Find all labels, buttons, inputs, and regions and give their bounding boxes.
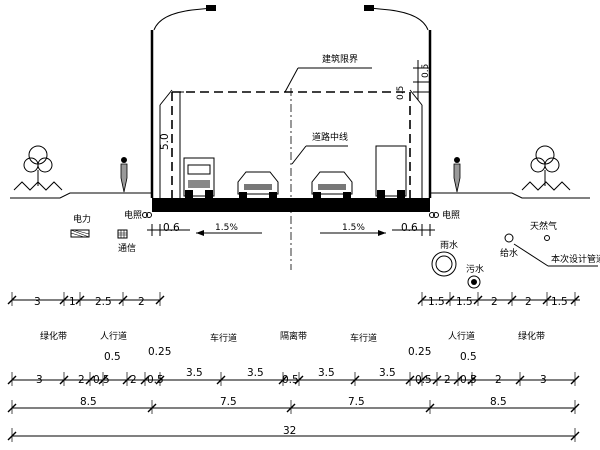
dim-r1-left-0: 3 — [34, 296, 41, 308]
svg-text:给水: 给水 — [500, 247, 518, 259]
zone-label-5: 人行道 — [448, 330, 475, 342]
svg-text:0.6: 0.6 — [401, 222, 418, 234]
dim-r3-3: 8.5 — [490, 396, 507, 408]
utility-gas: 天然气 — [530, 220, 557, 241]
dim-r2-0: 3 — [36, 374, 43, 386]
label-design-pipe: 本次设计管道 — [513, 243, 600, 267]
svg-text:污水: 污水 — [466, 263, 484, 275]
zone-label-4: 车行道 — [350, 332, 377, 344]
dim-r2-small-2: 0.25 — [408, 346, 431, 358]
dim-r1-left-3: 2 — [138, 296, 145, 308]
svg-text:道路中线: 道路中线 — [312, 131, 348, 143]
dim-r2-14: 3 — [540, 374, 547, 386]
slope-right: 1.5% — [320, 223, 386, 236]
clear-height-value: 5.0 — [159, 133, 171, 150]
dim-r2-1: 2 — [78, 374, 85, 386]
pedestrian-left — [120, 157, 128, 193]
dimension-ticks — [7, 292, 580, 442]
label-road-centerline: 道路中线 — [291, 131, 348, 165]
zone-label-2: 车行道 — [210, 332, 237, 344]
car-left — [237, 171, 279, 198]
dim-r2-7: 0.5 — [282, 374, 299, 386]
dim-r2-small-0: 0.5 — [104, 351, 121, 363]
dim-r2-3: 2 — [130, 374, 137, 386]
dim-r2-small-3: 0.5 — [460, 351, 477, 363]
utility-power: 电力 — [70, 213, 91, 238]
dim-total: 32 — [283, 425, 296, 437]
utility-lighting-left: 电照 — [124, 209, 152, 221]
dim-r2-6: 3.5 — [247, 367, 264, 379]
svg-text:1.5%: 1.5% — [342, 223, 365, 233]
tree-left — [13, 145, 63, 191]
dim-r2-12: 0.5 — [460, 374, 477, 386]
top-dim-2: 0.5 — [396, 86, 406, 100]
truck-left — [183, 157, 215, 198]
utility-sewage: 污水 — [466, 263, 484, 289]
utility-lighting-right: 电照 — [429, 209, 460, 221]
top-dim-1: 0.5 — [421, 64, 431, 78]
dimension-lines — [12, 299, 580, 437]
zone-label-3: 隔离带 — [280, 330, 307, 342]
dim-r2-13: 2 — [495, 374, 502, 386]
street-lamp-right — [364, 5, 429, 31]
svg-text:建筑限界: 建筑限界 — [322, 53, 358, 65]
dim-r2-4: 0.5 — [147, 374, 164, 386]
dim-r1-right-2: 2 — [491, 296, 498, 308]
dim-r3-0: 8.5 — [80, 396, 97, 408]
dim-r1-right-1: 1.5 — [456, 296, 473, 308]
svg-text:电照: 电照 — [442, 209, 460, 221]
svg-text:本次设计管道: 本次设计管道 — [551, 253, 600, 265]
zone-label-0: 绿化带 — [40, 330, 67, 342]
dim-r2-11: 2 — [444, 374, 451, 386]
svg-text:电力: 电力 — [73, 213, 91, 225]
dim-r1-right-3: 2 — [525, 296, 532, 308]
utility-rain: 雨水 — [431, 239, 458, 277]
dim-r2-9: 3.5 — [379, 367, 396, 379]
svg-text:0.6: 0.6 — [163, 222, 180, 234]
svg-text:通信: 通信 — [118, 242, 136, 254]
utility-telecom: 通信 — [117, 229, 136, 254]
pedestrian-right — [453, 157, 461, 193]
street-lamp-left — [153, 5, 216, 31]
dim-r1-right-0: 1.5 — [428, 296, 445, 308]
svg-text:电照: 电照 — [124, 209, 142, 221]
svg-text:天然气: 天然气 — [530, 220, 557, 232]
tree-right — [521, 145, 571, 191]
svg-text:雨水: 雨水 — [440, 239, 458, 251]
utility-water: 给水 — [500, 233, 518, 259]
curb-dim-right: 0.6 — [392, 222, 435, 236]
dim-r1-left-2: 2.5 — [95, 296, 112, 308]
top-dims-right: 0.5 0.5 — [396, 60, 431, 100]
truck-right — [375, 145, 407, 198]
zone-label-1: 人行道 — [100, 330, 127, 342]
dim-r2-8: 3.5 — [318, 367, 335, 379]
zone-label-6: 绿化带 — [518, 330, 545, 342]
dim-r3-2: 7.5 — [348, 396, 365, 408]
car-right — [311, 171, 353, 198]
label-tunnel-limit: 建筑限界 — [284, 53, 372, 93]
dim-r2-small-1: 0.25 — [148, 346, 171, 358]
dim-r1-left-1: 1 — [69, 296, 76, 308]
dim-r3-1: 7.5 — [220, 396, 237, 408]
slope-left: 1.5% — [196, 223, 262, 236]
svg-text:1.5%: 1.5% — [215, 223, 238, 233]
dim-r1-right-4: 1.5 — [551, 296, 568, 308]
ground-surface — [10, 192, 590, 199]
curb-dim-left: 0.6 — [147, 222, 190, 236]
dim-r2-2: 0.5 — [93, 374, 110, 386]
dim-r2-5: 3.5 — [186, 367, 203, 379]
dim-r2-10: 0.5 — [415, 374, 432, 386]
clear-height-dim: 5.0 — [159, 91, 184, 198]
